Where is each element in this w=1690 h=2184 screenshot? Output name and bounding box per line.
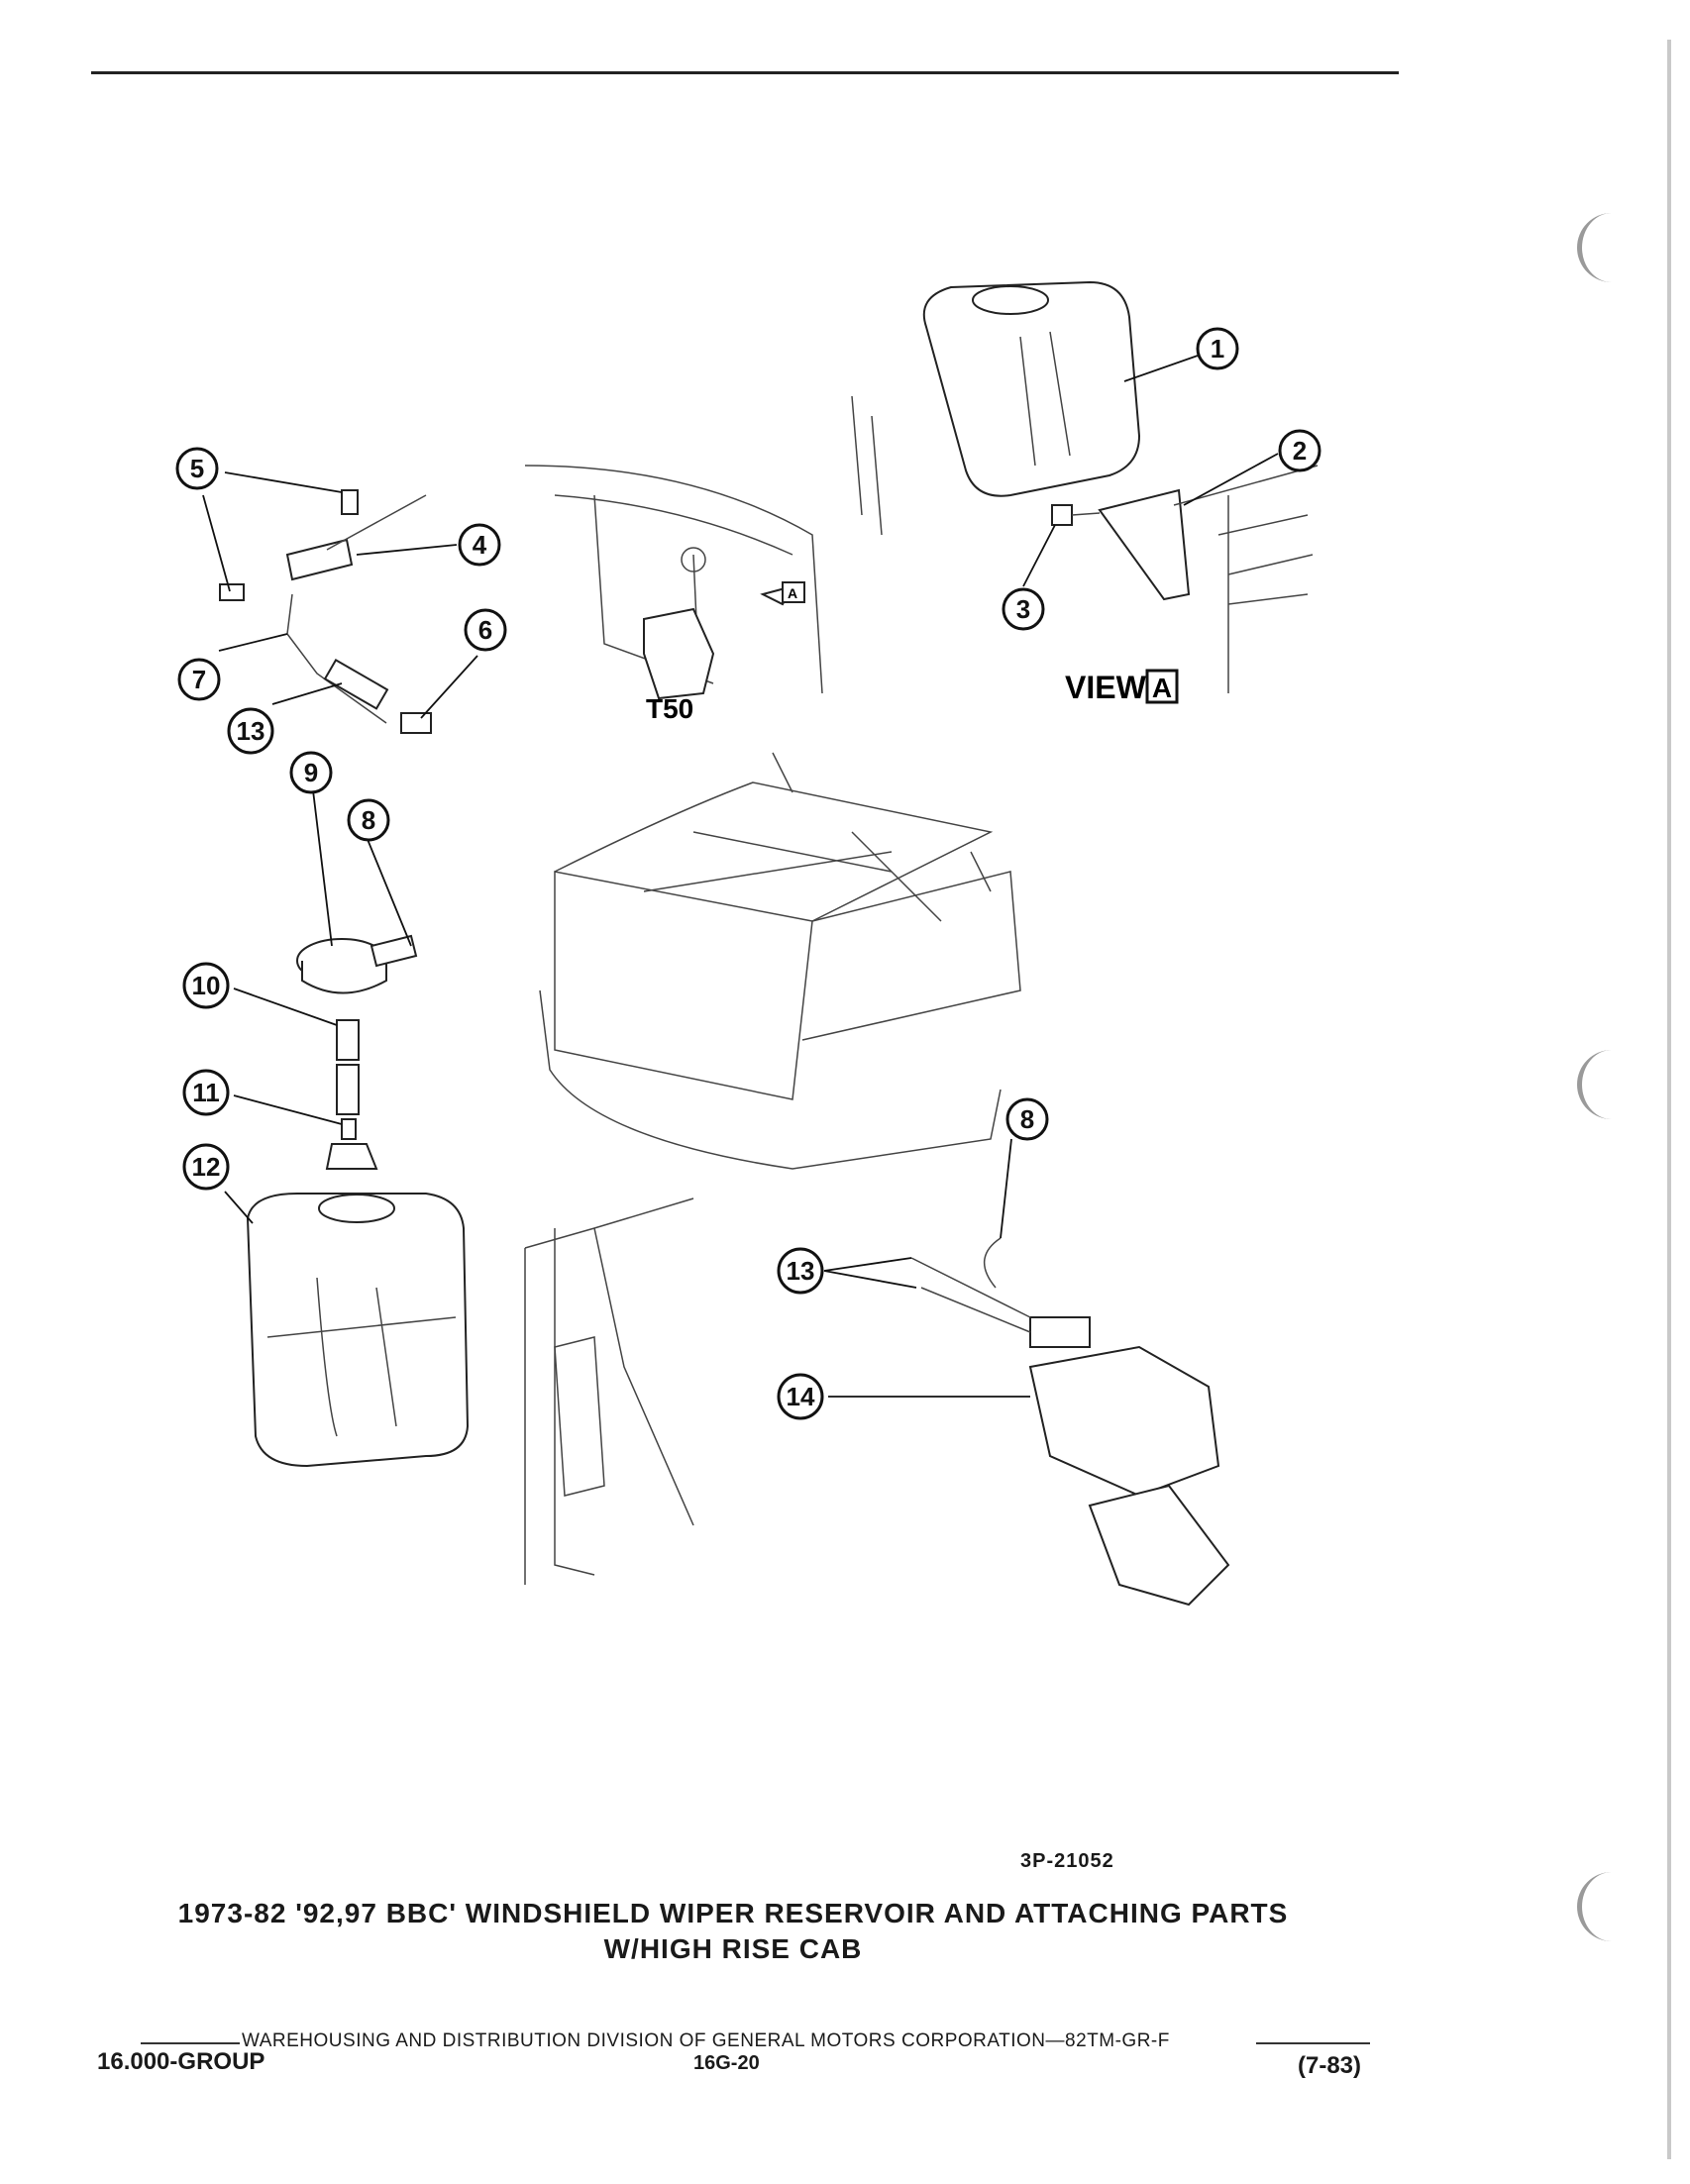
caption-line-1: 1973-82 '92,97 BBC' WINDSHIELD WIPER RES… bbox=[177, 1898, 1289, 1928]
footer-rule-right bbox=[1256, 2042, 1370, 2044]
binder-hole-middle bbox=[1577, 1050, 1622, 1119]
callout-7: 7 bbox=[177, 658, 221, 701]
svg-text:8: 8 bbox=[362, 805, 375, 835]
callout-3: 3 bbox=[1002, 587, 1045, 631]
nozzle-hose-assembly bbox=[219, 489, 432, 734]
inset-a-marker: A bbox=[788, 585, 797, 601]
svg-text:10: 10 bbox=[192, 971, 221, 1000]
caption-line-2: W/HIGH RISE CAB bbox=[603, 1933, 863, 1964]
truck-front bbox=[539, 752, 1021, 1170]
callout-8-lower: 8 bbox=[1005, 1097, 1049, 1141]
callout-12: 12 bbox=[182, 1143, 230, 1191]
svg-text:8: 8 bbox=[1020, 1104, 1034, 1134]
callout-13-lower: 13 bbox=[777, 1247, 824, 1295]
binder-hole-top bbox=[1577, 213, 1622, 282]
revision-date: (7-83) bbox=[1298, 2052, 1362, 2079]
svg-text:9: 9 bbox=[304, 758, 318, 787]
svg-text:13: 13 bbox=[787, 1256, 815, 1286]
scan-edge bbox=[1667, 40, 1671, 2159]
parts-diagram: A T50 VIEW A bbox=[175, 280, 1321, 1607]
svg-text:11: 11 bbox=[192, 1078, 220, 1107]
reservoir-view-a bbox=[922, 280, 1141, 497]
callout-4: 4 bbox=[458, 523, 501, 567]
binder-hole-bottom bbox=[1577, 1872, 1622, 1941]
group-number: 16.000-GROUP bbox=[97, 2048, 265, 2075]
svg-text:12: 12 bbox=[192, 1152, 221, 1182]
callout-13-upper: 13 bbox=[227, 707, 274, 755]
callout-1: 1 bbox=[1196, 327, 1239, 370]
callout-5: 5 bbox=[175, 447, 219, 490]
svg-text:1: 1 bbox=[1211, 334, 1224, 364]
footer-division: WAREHOUSING AND DISTRIBUTION DIVISION OF… bbox=[242, 2030, 1170, 2051]
svg-text:5: 5 bbox=[190, 454, 204, 483]
callout-14: 14 bbox=[777, 1373, 824, 1420]
callout-9: 9 bbox=[289, 751, 333, 794]
bracket-view-a bbox=[1098, 465, 1319, 693]
callout-8-upper: 8 bbox=[347, 798, 390, 842]
view-a-label: VIEW bbox=[1065, 670, 1147, 705]
svg-text:13: 13 bbox=[237, 716, 265, 746]
callout-10: 10 bbox=[182, 962, 230, 1009]
bolt-view-a bbox=[1051, 504, 1101, 526]
wiper-motor bbox=[910, 1237, 1230, 1607]
t50-label: T50 bbox=[646, 693, 693, 724]
footer-rule-left bbox=[141, 2042, 240, 2044]
svg-text:3: 3 bbox=[1016, 594, 1030, 624]
header-rule bbox=[91, 71, 1399, 74]
reservoir-main bbox=[246, 1193, 470, 1468]
svg-text:14: 14 bbox=[787, 1382, 815, 1411]
cab-inset-t50: A bbox=[524, 395, 883, 700]
svg-text:7: 7 bbox=[192, 665, 206, 694]
callout-2: 2 bbox=[1278, 429, 1321, 472]
view-a-box bbox=[1145, 669, 1179, 704]
callout-6: 6 bbox=[464, 608, 507, 652]
cab-corner bbox=[524, 1197, 694, 1585]
pump-stack bbox=[296, 934, 418, 1170]
svg-text:4: 4 bbox=[473, 530, 487, 560]
callout-11: 11 bbox=[182, 1069, 230, 1116]
page-number: 16G-20 bbox=[693, 2052, 760, 2074]
svg-text:6: 6 bbox=[478, 615, 492, 645]
svg-text:2: 2 bbox=[1293, 436, 1307, 466]
figure-code: 3P-21052 bbox=[1020, 1850, 1114, 1872]
view-a-letter: A bbox=[1152, 673, 1172, 703]
